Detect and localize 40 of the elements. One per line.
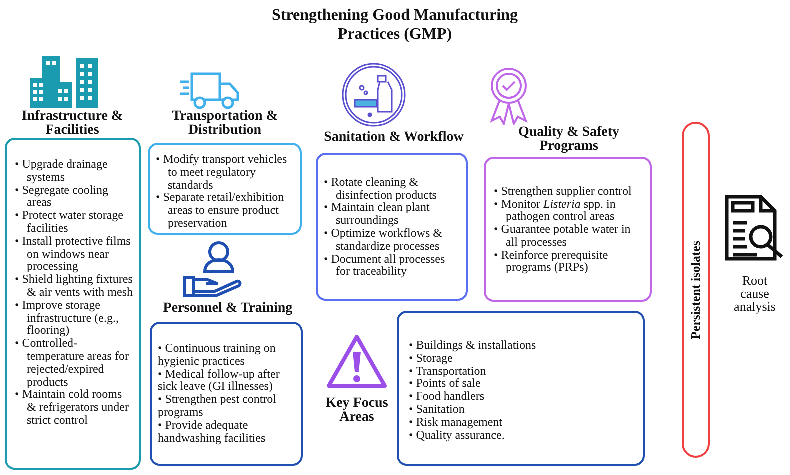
category-heading: Transportation & Distribution	[171, 110, 279, 138]
bullet-item: • Continuous training on hygienic practices	[158, 342, 277, 368]
bullet-item: • Medical follow-up after sick leave (GI illnesses)	[158, 368, 281, 394]
bullet-item: • Install protective films on windows near processing	[15, 234, 132, 274]
bullet-item: • Protect water storage facilities	[15, 209, 124, 235]
bullet-item: • Maintain clean plant surroundings	[324, 201, 430, 227]
bullet-item: • Controlled-temperature areas for rejected/expired products	[15, 337, 130, 388]
bar-label: Persistent isolates	[688, 240, 704, 340]
category-heading: Personnel & Training	[162, 302, 294, 316]
bullet-item: • Quality assurance.	[409, 428, 506, 442]
bullet-item: • Sanitation	[409, 402, 466, 416]
bullet-item: • Buildings & installations	[409, 339, 538, 352]
category-heading: Key Focus Areas	[324, 397, 390, 425]
bullet-item: • Transportation	[409, 364, 488, 378]
bullet-item: • Optimize workflows & standardize processes	[324, 227, 444, 253]
bullet-item: • Improve storage infrastructure (e.g., flooring)	[15, 298, 120, 338]
bullet-item: • Reinforce prerequisite programs (PRPs)	[494, 248, 610, 274]
bullet-item: • Food handlers	[409, 390, 486, 403]
bullet-item: • Rotate cleaning & disinfection products	[324, 176, 438, 202]
category-heading: Quality & Safety Programs	[517, 126, 621, 154]
bullet-item: • Upgrade drainage systems	[15, 158, 109, 184]
bullet-item: • Strengthen supplier control	[494, 184, 633, 198]
bullet-item: • Points of sale	[409, 377, 481, 390]
bullet-item: • Guarantee potable water in all processes	[494, 223, 632, 249]
bullet-item: • Shield lighting fixtures & air vents with mesh	[15, 273, 133, 299]
bullet-item: • Segregate cooling areas	[15, 184, 110, 210]
diagram-title: Strengthening Good Manufacturing Practices (GMP)	[271, 6, 519, 44]
bullet-item: • Monitor Listeria spp. in pathogen control areas	[494, 198, 617, 224]
category-heading: Sanitation & Workflow	[323, 131, 465, 145]
bullet-item: • Separate retail/exhibition areas to ensure product preservation	[156, 191, 286, 230]
rounded-bar	[682, 122, 710, 458]
category-heading: Infrastructure & Facilities	[20, 110, 124, 138]
bullet-item: • Risk management	[409, 416, 504, 429]
bullet-item: • Storage	[409, 352, 453, 365]
bullet-item: • Provide adequate handwashing facilities	[158, 418, 267, 444]
bullet-item: • Maintain cold rooms & refrigerators under strict control	[15, 388, 130, 427]
bullet-item: • Document all processes for traceability	[324, 252, 446, 278]
icon-caption: Root cause analysis	[733, 274, 777, 313]
bullet-item: • Strengthen pest control programs	[158, 393, 278, 419]
bullet-item: • Modify transport vehicles to meet regulatory standards	[156, 153, 288, 192]
